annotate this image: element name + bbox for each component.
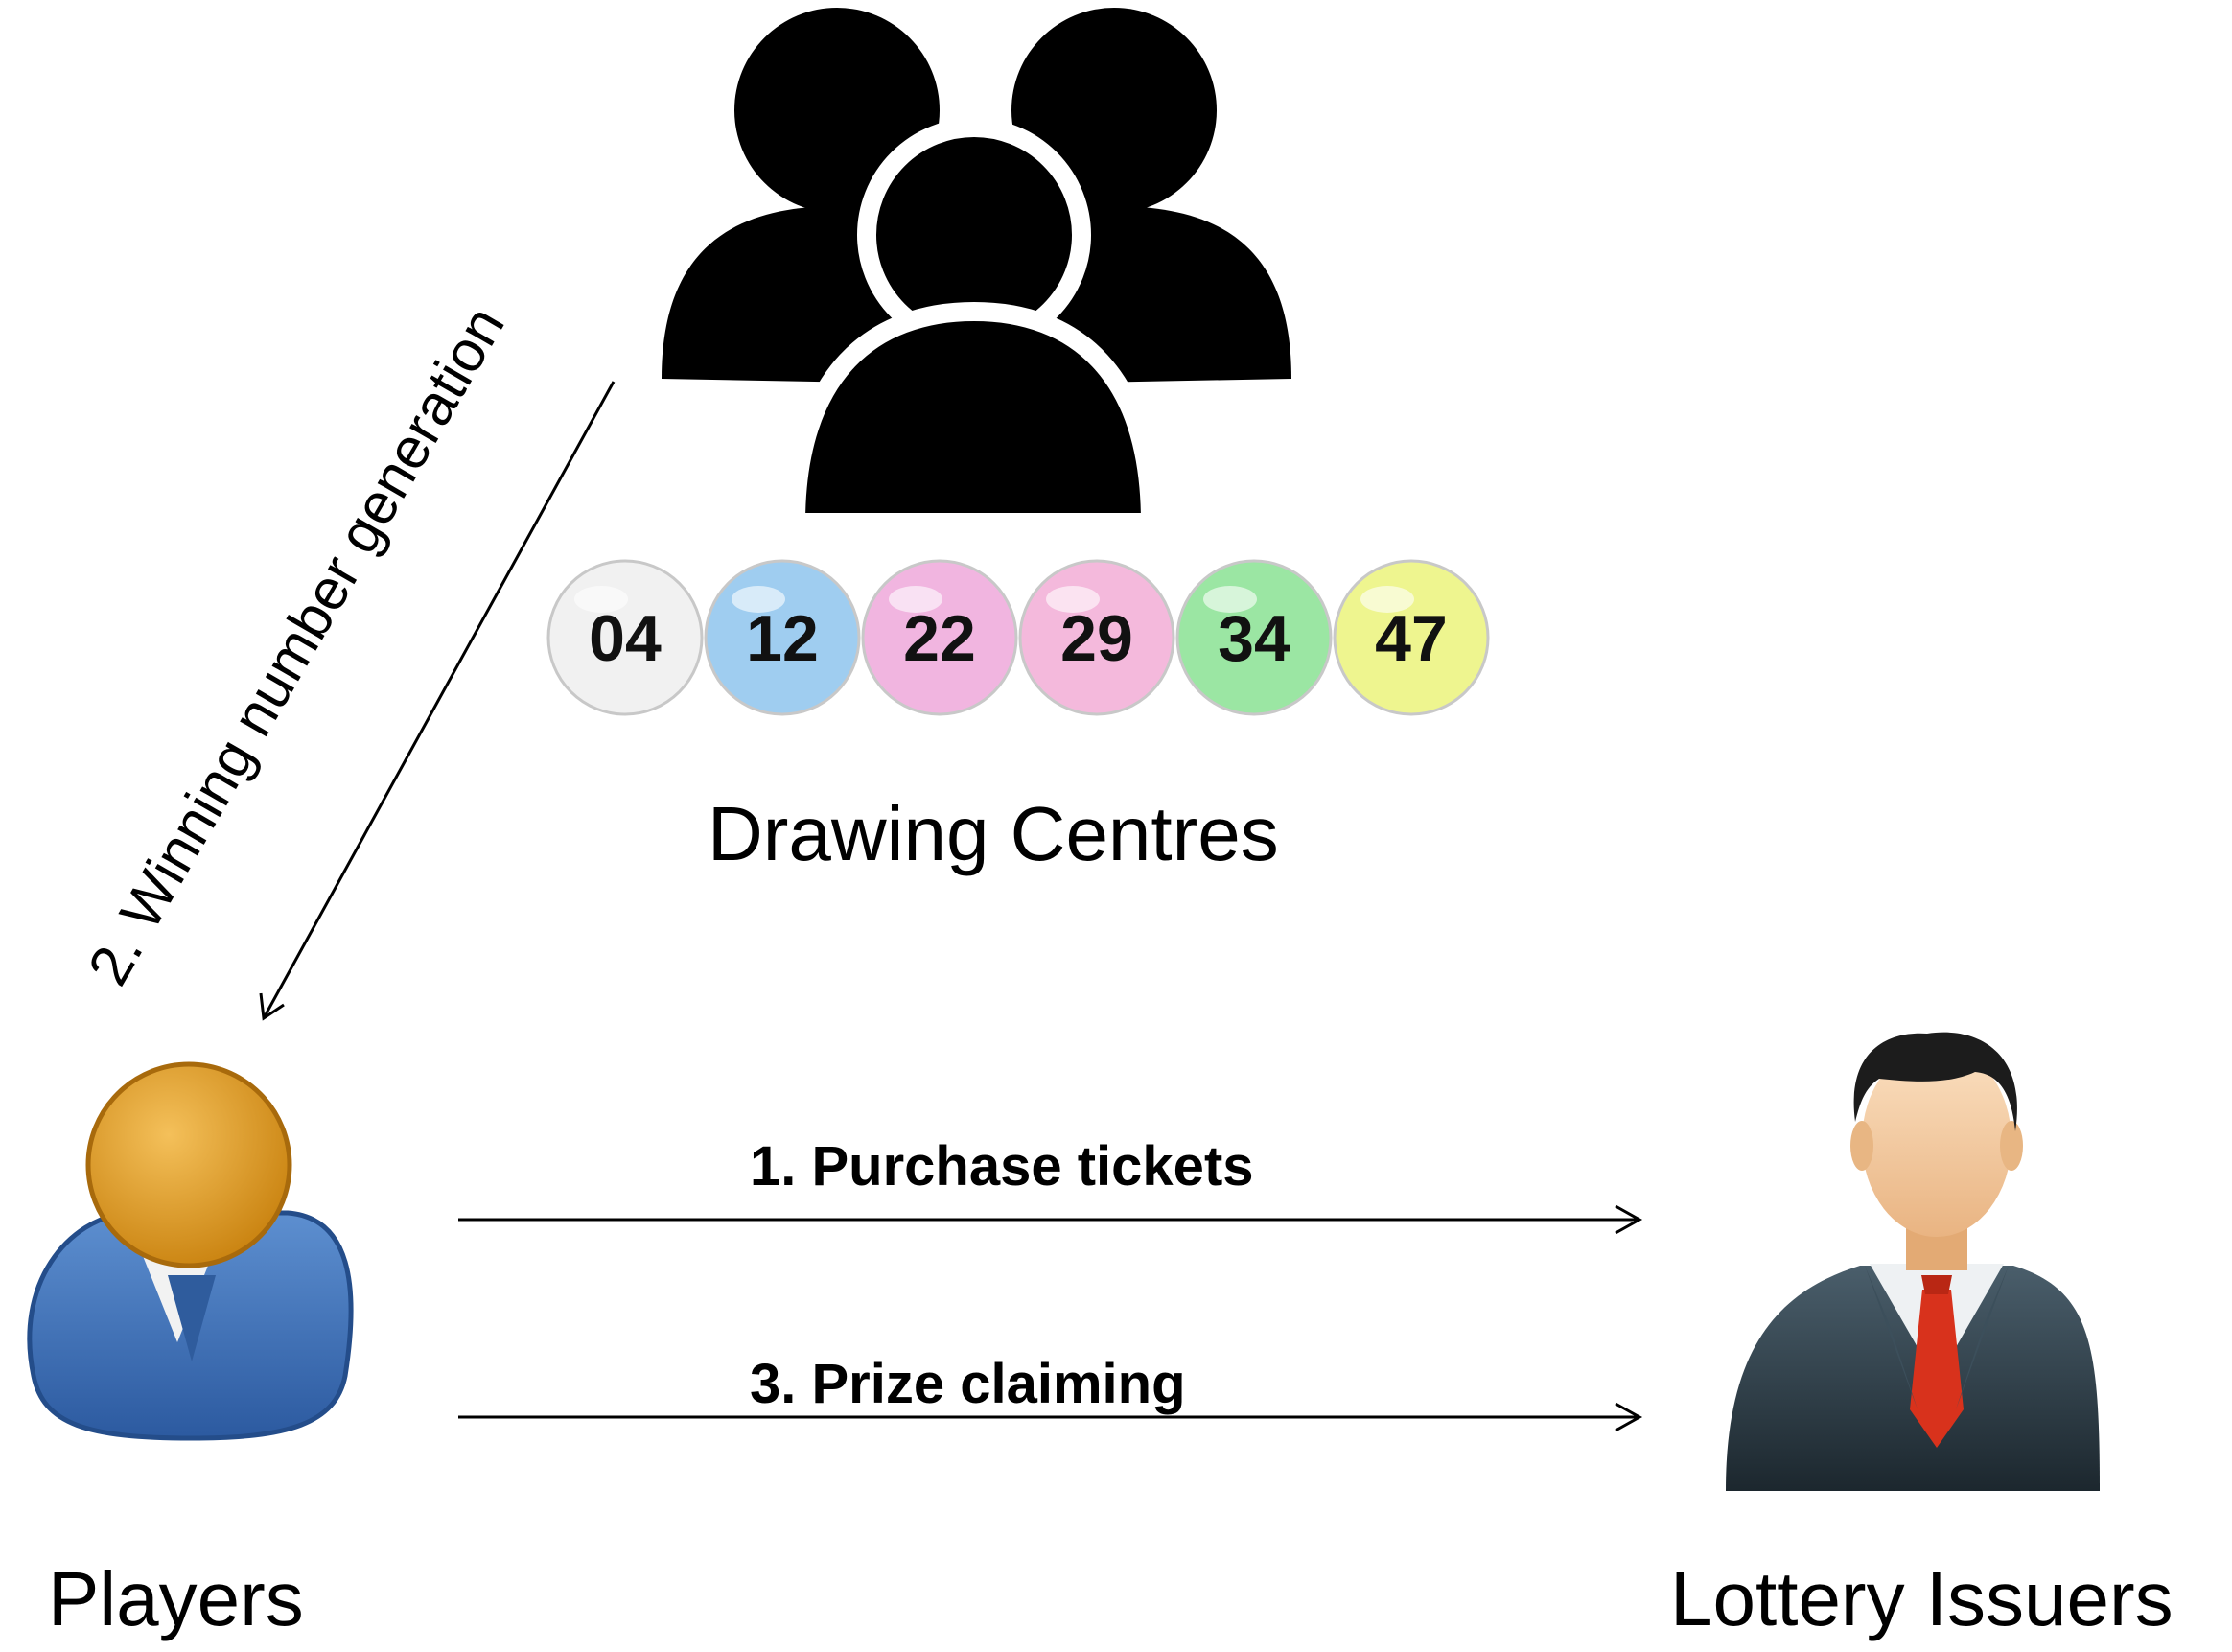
lottery-ball-number: 29 — [1060, 602, 1133, 675]
lottery-ball: 47 — [1333, 559, 1490, 716]
lottery-ball: 04 — [546, 559, 704, 716]
lottery-ball-number: 12 — [746, 602, 819, 675]
lottery-ball-number: 22 — [903, 602, 976, 675]
lottery-ball: 29 — [1018, 559, 1175, 716]
winning-arrow — [262, 381, 616, 1019]
drawing-centres-label: Drawing Centres — [708, 791, 1279, 876]
lottery-ball: 12 — [704, 559, 861, 716]
lottery-ball-number: 47 — [1375, 602, 1448, 675]
lottery-ball-number: 34 — [1218, 602, 1290, 675]
lottery-issuers-label: Lottery Issuers — [1670, 1556, 2174, 1641]
prize-claiming-label: 3. Prize claiming — [750, 1353, 1186, 1415]
lottery-ball-number: 04 — [589, 602, 662, 675]
purchase-tickets-label: 1. Purchase tickets — [750, 1135, 1254, 1198]
players-label: Players — [48, 1556, 304, 1641]
lottery-ball: 22 — [861, 559, 1018, 716]
lottery-ball: 34 — [1175, 559, 1333, 716]
